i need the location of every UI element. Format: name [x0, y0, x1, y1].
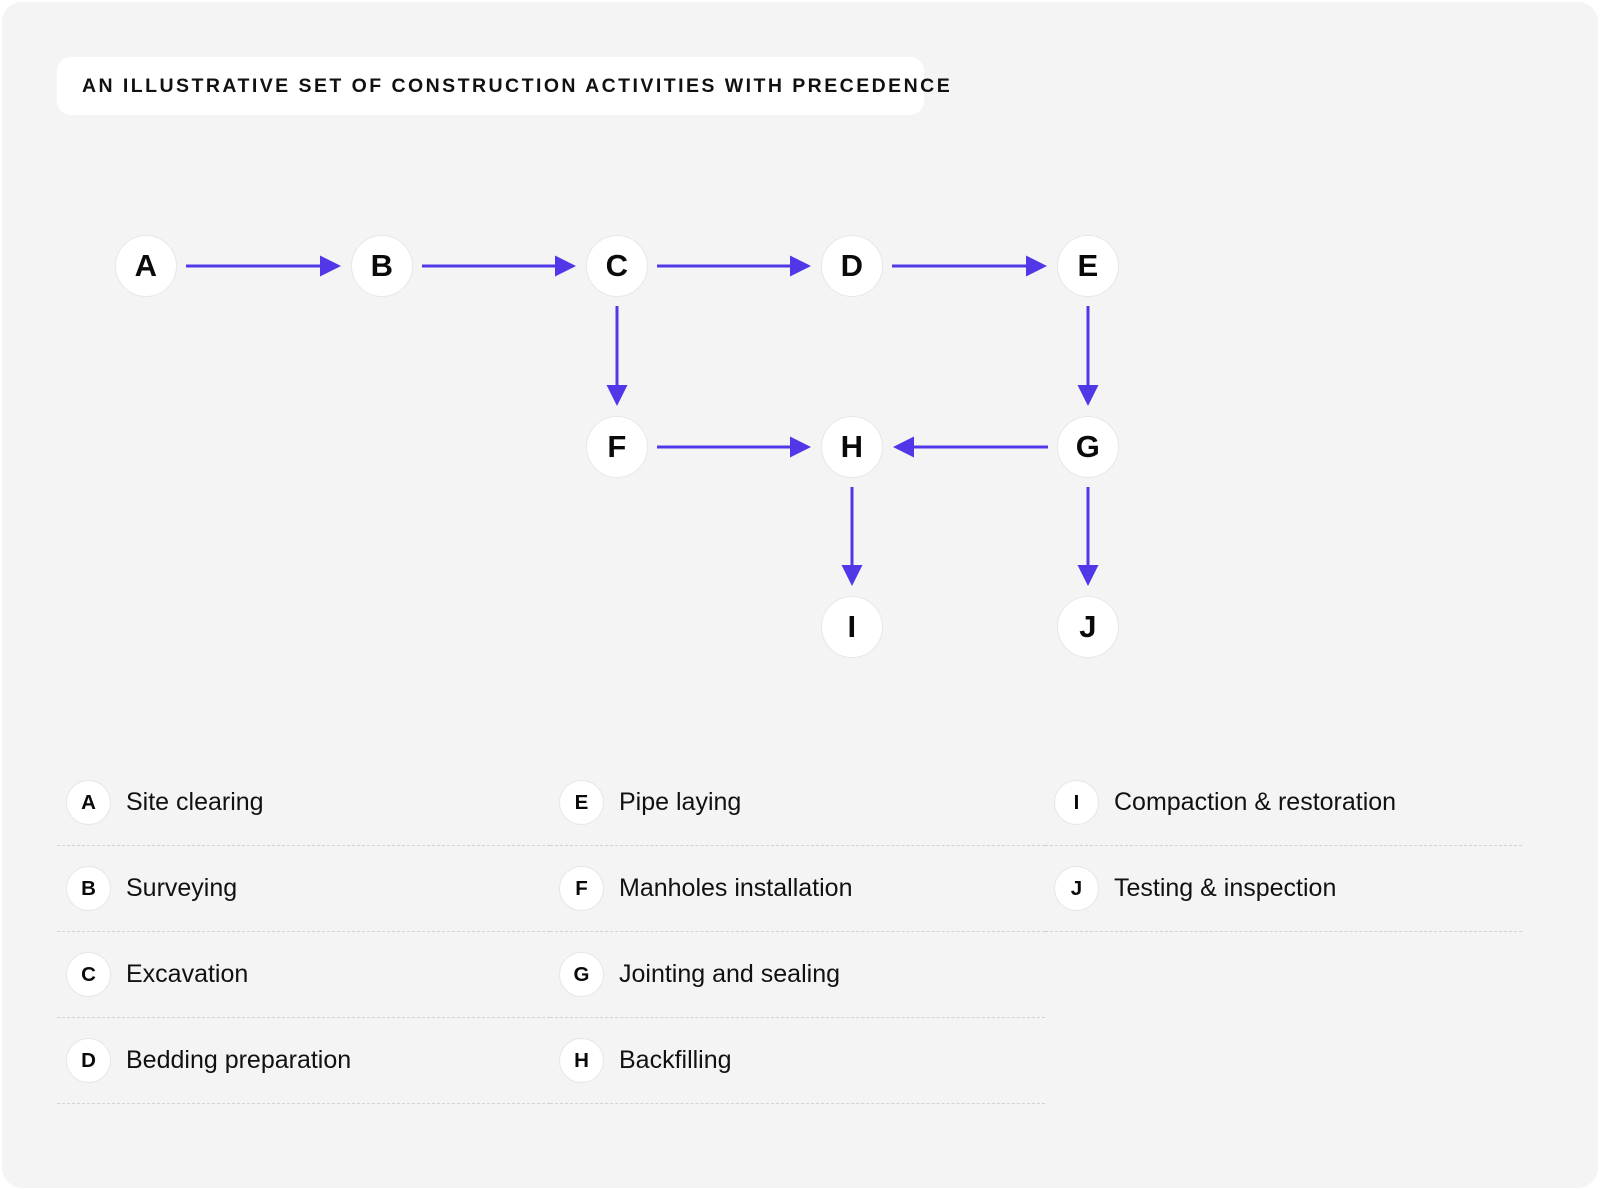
graph-node-i[interactable]: I	[821, 596, 883, 658]
legend-item-h[interactable]: H Backfilling	[550, 1018, 1045, 1104]
legend-label-a: Site clearing	[126, 788, 264, 816]
legend-label-j: Testing & inspection	[1114, 874, 1337, 902]
legend-item-f[interactable]: F Manholes installation	[550, 846, 1045, 932]
legend-label-b: Surveying	[126, 874, 238, 902]
legend-item-c[interactable]: C Excavation	[57, 932, 550, 1018]
legend-item-g[interactable]: G Jointing and sealing	[550, 932, 1045, 1018]
legend-badge-j: J	[1054, 866, 1099, 911]
legend-badge-a: A	[66, 780, 111, 825]
graph-node-j[interactable]: J	[1057, 596, 1119, 658]
graph-node-b[interactable]: B	[351, 235, 413, 297]
graph-node-c[interactable]: C	[586, 235, 648, 297]
legend-label-e: Pipe laying	[619, 788, 742, 816]
legend-label-f: Manholes installation	[619, 874, 853, 902]
legend-badge-i: I	[1054, 780, 1099, 825]
legend-label-g: Jointing and sealing	[619, 960, 840, 988]
edge-layer	[186, 255, 1099, 586]
legend-badge-e: E	[559, 780, 604, 825]
graph-edges-svg	[186, 255, 1099, 586]
legend-item-a[interactable]: A Site clearing	[57, 760, 550, 846]
legend-badge-d: D	[66, 1038, 111, 1083]
graph-node-a[interactable]: A	[115, 235, 177, 297]
legend-item-i[interactable]: I Compaction & restoration	[1045, 760, 1522, 846]
legend-label-i: Compaction & restoration	[1114, 788, 1397, 816]
legend-item-e[interactable]: E Pipe laying	[550, 760, 1045, 846]
legend-badge-b: B	[66, 866, 111, 911]
graph-node-e[interactable]: E	[1057, 235, 1119, 297]
legend-label-c: Excavation	[126, 960, 249, 988]
legend-badge-g: G	[559, 952, 604, 997]
legend-item-b[interactable]: B Surveying	[57, 846, 550, 932]
precedence-graph: A B C D E F H G I J	[2, 2, 1598, 722]
legend-label-h: Backfilling	[619, 1046, 732, 1074]
graph-node-d[interactable]: D	[821, 235, 883, 297]
graph-node-g[interactable]: G	[1057, 416, 1119, 478]
legend-badge-f: F	[559, 866, 604, 911]
legend-label-d: Bedding preparation	[126, 1046, 352, 1074]
legend-badge-h: H	[559, 1038, 604, 1083]
page-title-pill: AN ILLUSTRATIVE SET OF CONSTRUCTION ACTI…	[57, 57, 950, 115]
page-title: AN ILLUSTRATIVE SET OF CONSTRUCTION ACTI…	[82, 74, 953, 97]
legend-item-j[interactable]: J Testing & inspection	[1045, 846, 1522, 932]
legend-badge-c: C	[66, 952, 111, 997]
graph-node-h[interactable]: H	[821, 416, 883, 478]
legend-item-d[interactable]: D Bedding preparation	[57, 1018, 550, 1104]
graph-node-f[interactable]: F	[586, 416, 648, 478]
